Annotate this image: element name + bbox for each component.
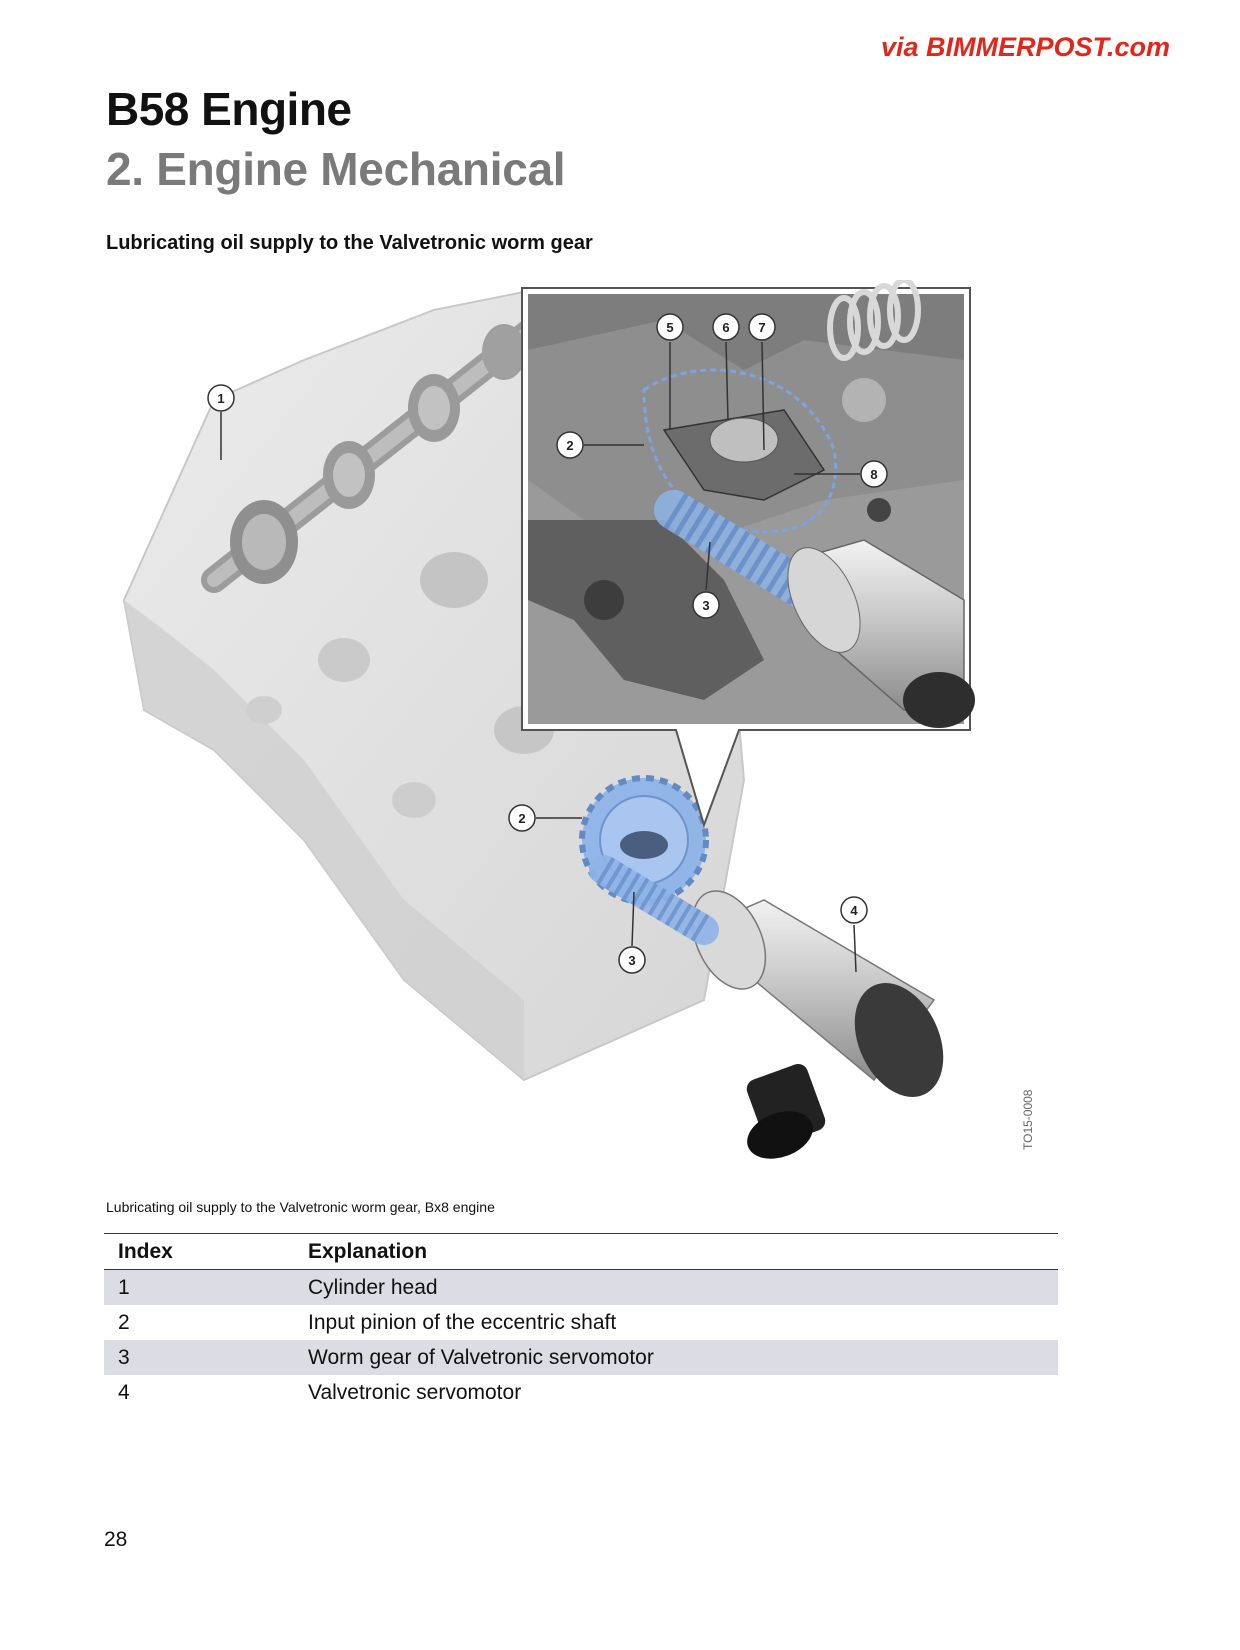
callout-2: 2 xyxy=(508,804,536,832)
index-cell: 4 xyxy=(118,1381,130,1404)
table-row: 4 Valvetronic servomotor xyxy=(104,1375,1058,1410)
worm-gear xyxy=(589,855,719,945)
explanation-cell: Input pinion of the eccentric shaft xyxy=(308,1311,617,1334)
valvetronic-servomotor xyxy=(691,890,944,1159)
index-cell: 2 xyxy=(118,1311,130,1334)
engine-illustration: 1 2 5 6 7 8 3 2 3 4 TO15-0008 xyxy=(104,280,1044,1195)
svg-text:1: 1 xyxy=(217,391,224,406)
page-title: B58 Engine xyxy=(106,83,352,135)
cylinder-head-side xyxy=(124,600,524,1080)
svg-text:4: 4 xyxy=(850,903,858,918)
leader-lines xyxy=(220,341,860,973)
explanation-cell: Valvetronic servomotor xyxy=(308,1381,522,1404)
explanation-cell: Worm gear of Valvetronic servomotor xyxy=(294,1340,1058,1375)
chapter-subtitle: 2. Engine Mechanical xyxy=(106,143,566,195)
callout-inset-3: 3 xyxy=(692,591,720,619)
bore-detail xyxy=(318,638,370,682)
section-heading: Lubricating oil supply to the Valvetroni… xyxy=(106,232,593,254)
watermark: via BIMMERPOST.com xyxy=(880,32,1170,62)
index-table: Index Explanation 1 Cylinder head 2 Inpu… xyxy=(104,1233,1058,1410)
table-row: 2 Input pinion of the eccentric shaft xyxy=(104,1305,1058,1340)
svg-text:6: 6 xyxy=(722,320,729,335)
callout-4: 4 xyxy=(840,896,868,924)
callout-7: 7 xyxy=(748,313,776,341)
svg-text:5: 5 xyxy=(666,320,673,335)
detail-inset xyxy=(521,280,975,829)
callout-8: 8 xyxy=(860,460,888,488)
bore-detail xyxy=(420,552,488,608)
bore-detail xyxy=(392,782,436,818)
camshaft xyxy=(201,307,557,593)
svg-text:3: 3 xyxy=(628,953,635,968)
callout-3: 3 xyxy=(618,946,646,974)
column-header-index: Index xyxy=(104,1233,294,1270)
engine-illustration-svg: 1 2 5 6 7 8 3 2 3 4 TO15-0008 xyxy=(122,280,1035,1159)
figure-code: TO15-0008 xyxy=(1021,1089,1035,1150)
svg-text:7: 7 xyxy=(758,320,765,335)
explanation-cell: Cylinder head xyxy=(294,1269,1058,1305)
table-header-row: Index Explanation xyxy=(104,1233,1058,1270)
column-header-explanation: Explanation xyxy=(294,1233,1058,1270)
svg-text:2: 2 xyxy=(518,811,525,826)
svg-text:8: 8 xyxy=(870,467,877,482)
bore-detail xyxy=(246,696,282,724)
page-number: 28 xyxy=(104,1528,128,1551)
callout-markers: 1 2 5 6 7 8 3 2 3 4 xyxy=(207,313,888,974)
callout-5: 5 xyxy=(656,313,684,341)
valve-spring xyxy=(827,280,921,361)
svg-text:2: 2 xyxy=(566,438,573,453)
index-cell: 3 xyxy=(104,1340,294,1375)
callout-1: 1 xyxy=(207,384,235,412)
table-row: 1 Cylinder head xyxy=(104,1269,1058,1305)
callout-6: 6 xyxy=(712,313,740,341)
svg-text:3: 3 xyxy=(702,598,709,613)
table-row: 3 Worm gear of Valvetronic servomotor xyxy=(104,1340,1058,1375)
callout-inset-2: 2 xyxy=(556,431,584,459)
index-cell: 1 xyxy=(104,1269,294,1305)
figure-caption: Lubricating oil supply to the Valvetroni… xyxy=(106,1199,495,1215)
